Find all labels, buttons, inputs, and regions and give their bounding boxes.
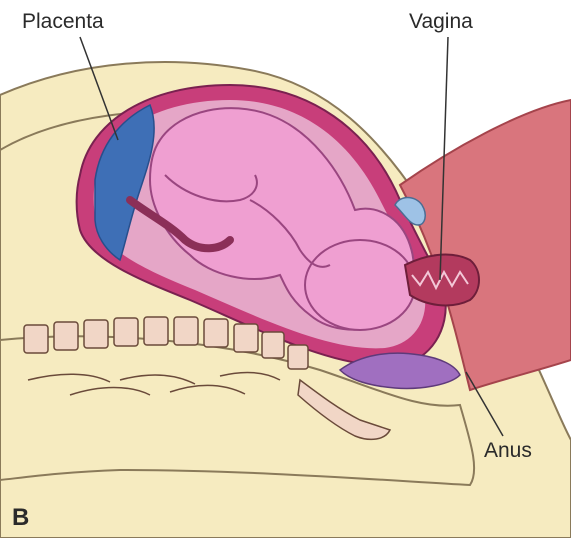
vertebra (288, 345, 308, 369)
vertebra (262, 332, 284, 358)
vertebra (234, 324, 258, 352)
vertebra (24, 325, 48, 353)
anus-label: Anus (484, 440, 532, 461)
vertebra (144, 317, 168, 345)
vertebra (84, 320, 108, 348)
fetus-head (305, 240, 415, 330)
vertebra (204, 319, 228, 347)
placenta-label: Placenta (22, 11, 104, 32)
vertebra (174, 317, 198, 345)
vertebra (114, 318, 138, 346)
vertebra (54, 322, 78, 350)
vagina-label: Vagina (409, 11, 473, 32)
panel-letter: B (12, 506, 29, 530)
